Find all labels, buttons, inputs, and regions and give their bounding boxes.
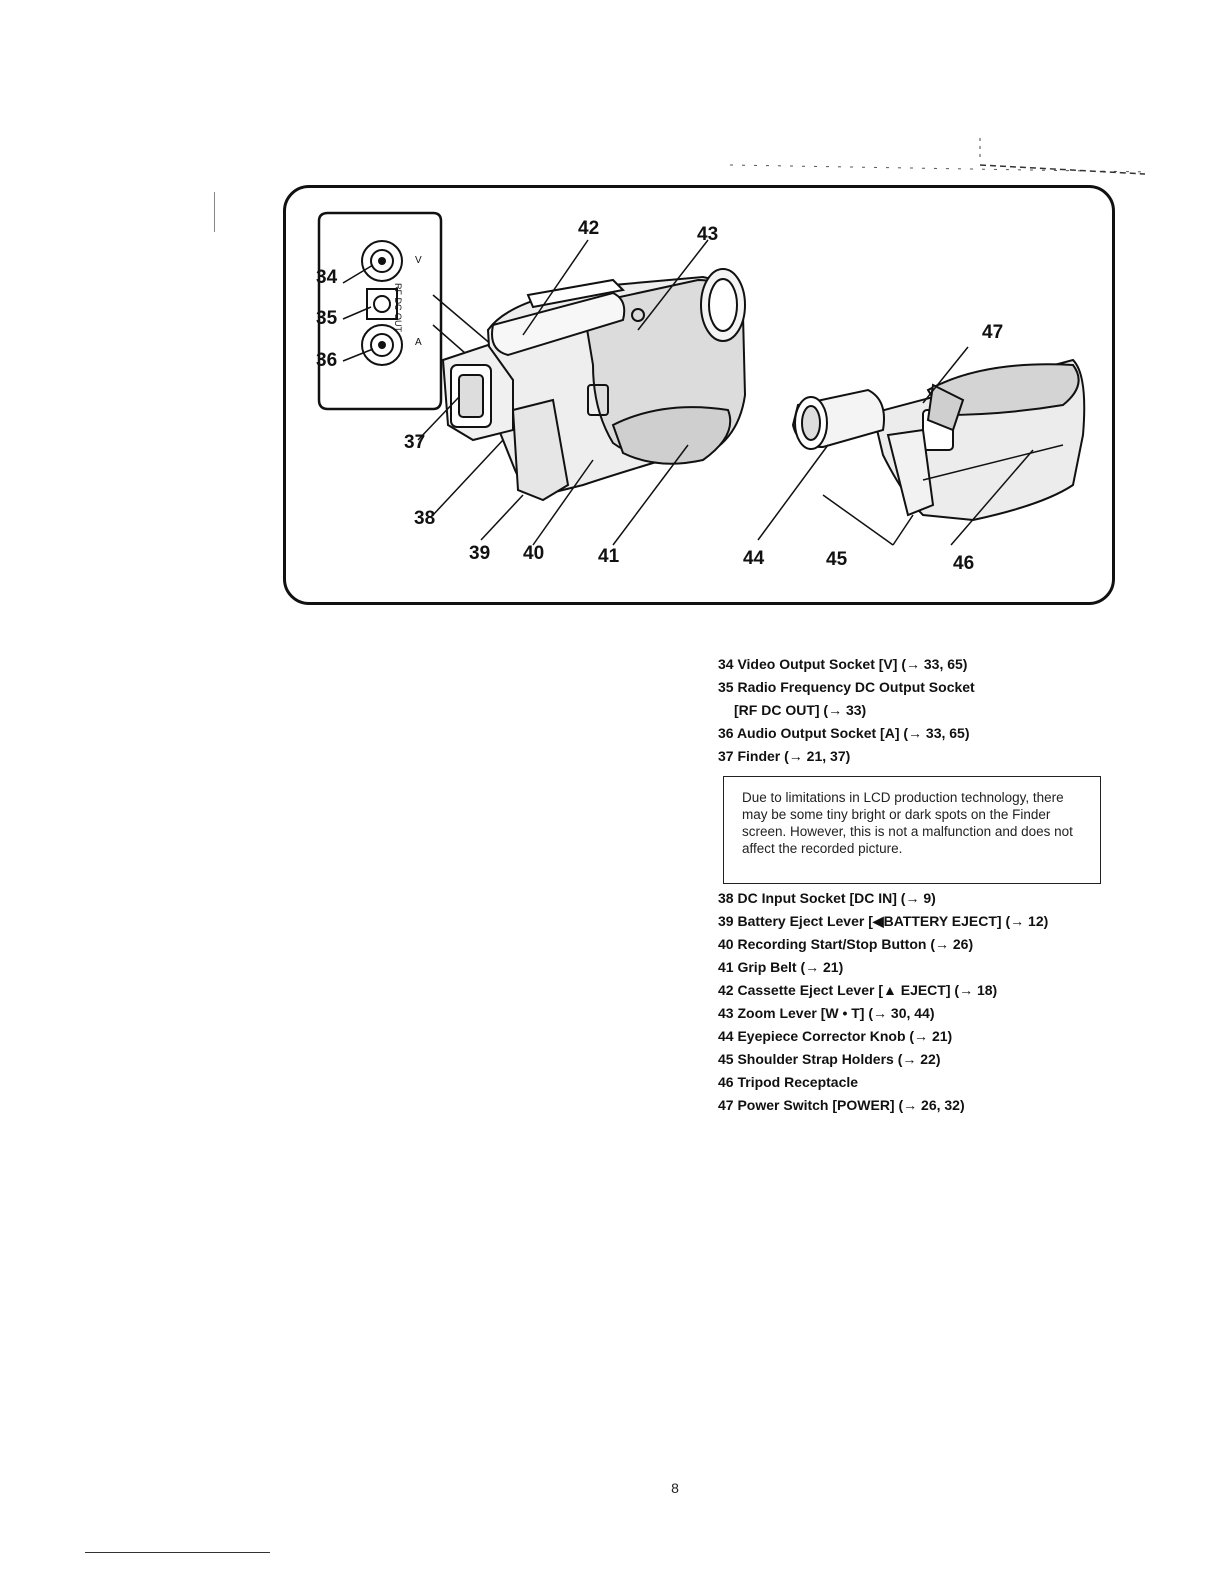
callout-35: 35 — [316, 308, 338, 329]
part-44: 44 Eyepiece Corrector Knob (→ 21) — [718, 1028, 953, 1044]
svg-text:RF DC OUT: RF DC OUT — [393, 283, 403, 332]
callout-43: 43 — [697, 224, 719, 245]
camcorder-left-view — [441, 268, 747, 502]
callout-45: 45 — [826, 549, 848, 570]
scan-edge-line — [85, 1552, 270, 1553]
scan-mark — [214, 192, 215, 232]
callout-38: 38 — [414, 508, 436, 529]
callout-44: 44 — [743, 548, 765, 569]
page-number: 8 — [671, 1480, 679, 1496]
part-35: 35 Radio Frequency DC Output Socket[RF D… — [718, 679, 975, 718]
callout-39: 39 — [469, 543, 491, 564]
callout-36: 36 — [316, 350, 338, 371]
video-socket-icon — [361, 240, 403, 282]
callout-42: 42 — [578, 218, 600, 239]
finder-note: Due to limitations in LCD production tec… — [723, 776, 1101, 884]
part-39: 39 Battery Eject Lever [◀BATTERY EJECT] … — [718, 913, 1049, 929]
part-40: 40 Recording Start/Stop Button (→ 26) — [718, 936, 974, 952]
parts-list-b: 38 DC Input Socket [DC IN] (→ 9) 39 Batt… — [718, 887, 1118, 1117]
parts-list-a: 34 Video Output Socket [V] (→ 33, 65) 35… — [718, 653, 1118, 768]
part-46: 46 Tripod Receptacle — [718, 1074, 859, 1090]
svg-text:A: A — [415, 337, 422, 348]
scan-artifact — [730, 138, 1150, 175]
part-42: 42 Cassette Eject Lever [▲ EJECT] (→ 18) — [718, 982, 998, 998]
svg-text:V: V — [415, 255, 422, 266]
camcorder-figure: V RF DC OUT A — [317, 211, 1086, 546]
callout-40: 40 — [523, 543, 545, 564]
callout-leaders — [417, 239, 1034, 546]
callout-47: 47 — [982, 322, 1004, 343]
callout-37: 37 — [404, 432, 426, 453]
audio-socket-icon — [361, 324, 403, 366]
part-47: 47 Power Switch [POWER] (→ 26, 32) — [718, 1097, 965, 1113]
figure-frame — [283, 185, 1115, 605]
callout-34: 34 — [316, 267, 338, 288]
part-38: 38 DC Input Socket [DC IN] (→ 9) — [718, 890, 936, 906]
callout-41: 41 — [598, 546, 620, 567]
part-37: 37 Finder (→ 21, 37) — [718, 748, 851, 764]
part-36: 36 Audio Output Socket [A] (→ 33, 65) — [718, 725, 970, 741]
part-34: 34 Video Output Socket [V] (→ 33, 65) — [718, 656, 968, 672]
part-45: 45 Shoulder Strap Holders (→ 22) — [718, 1051, 941, 1067]
rf-socket-icon — [366, 288, 398, 320]
part-41: 41 Grip Belt (→ 21) — [718, 959, 844, 975]
callout-46: 46 — [953, 553, 975, 574]
part-43: 43 Zoom Lever [W • T] (→ 30, 44) — [718, 1005, 935, 1021]
